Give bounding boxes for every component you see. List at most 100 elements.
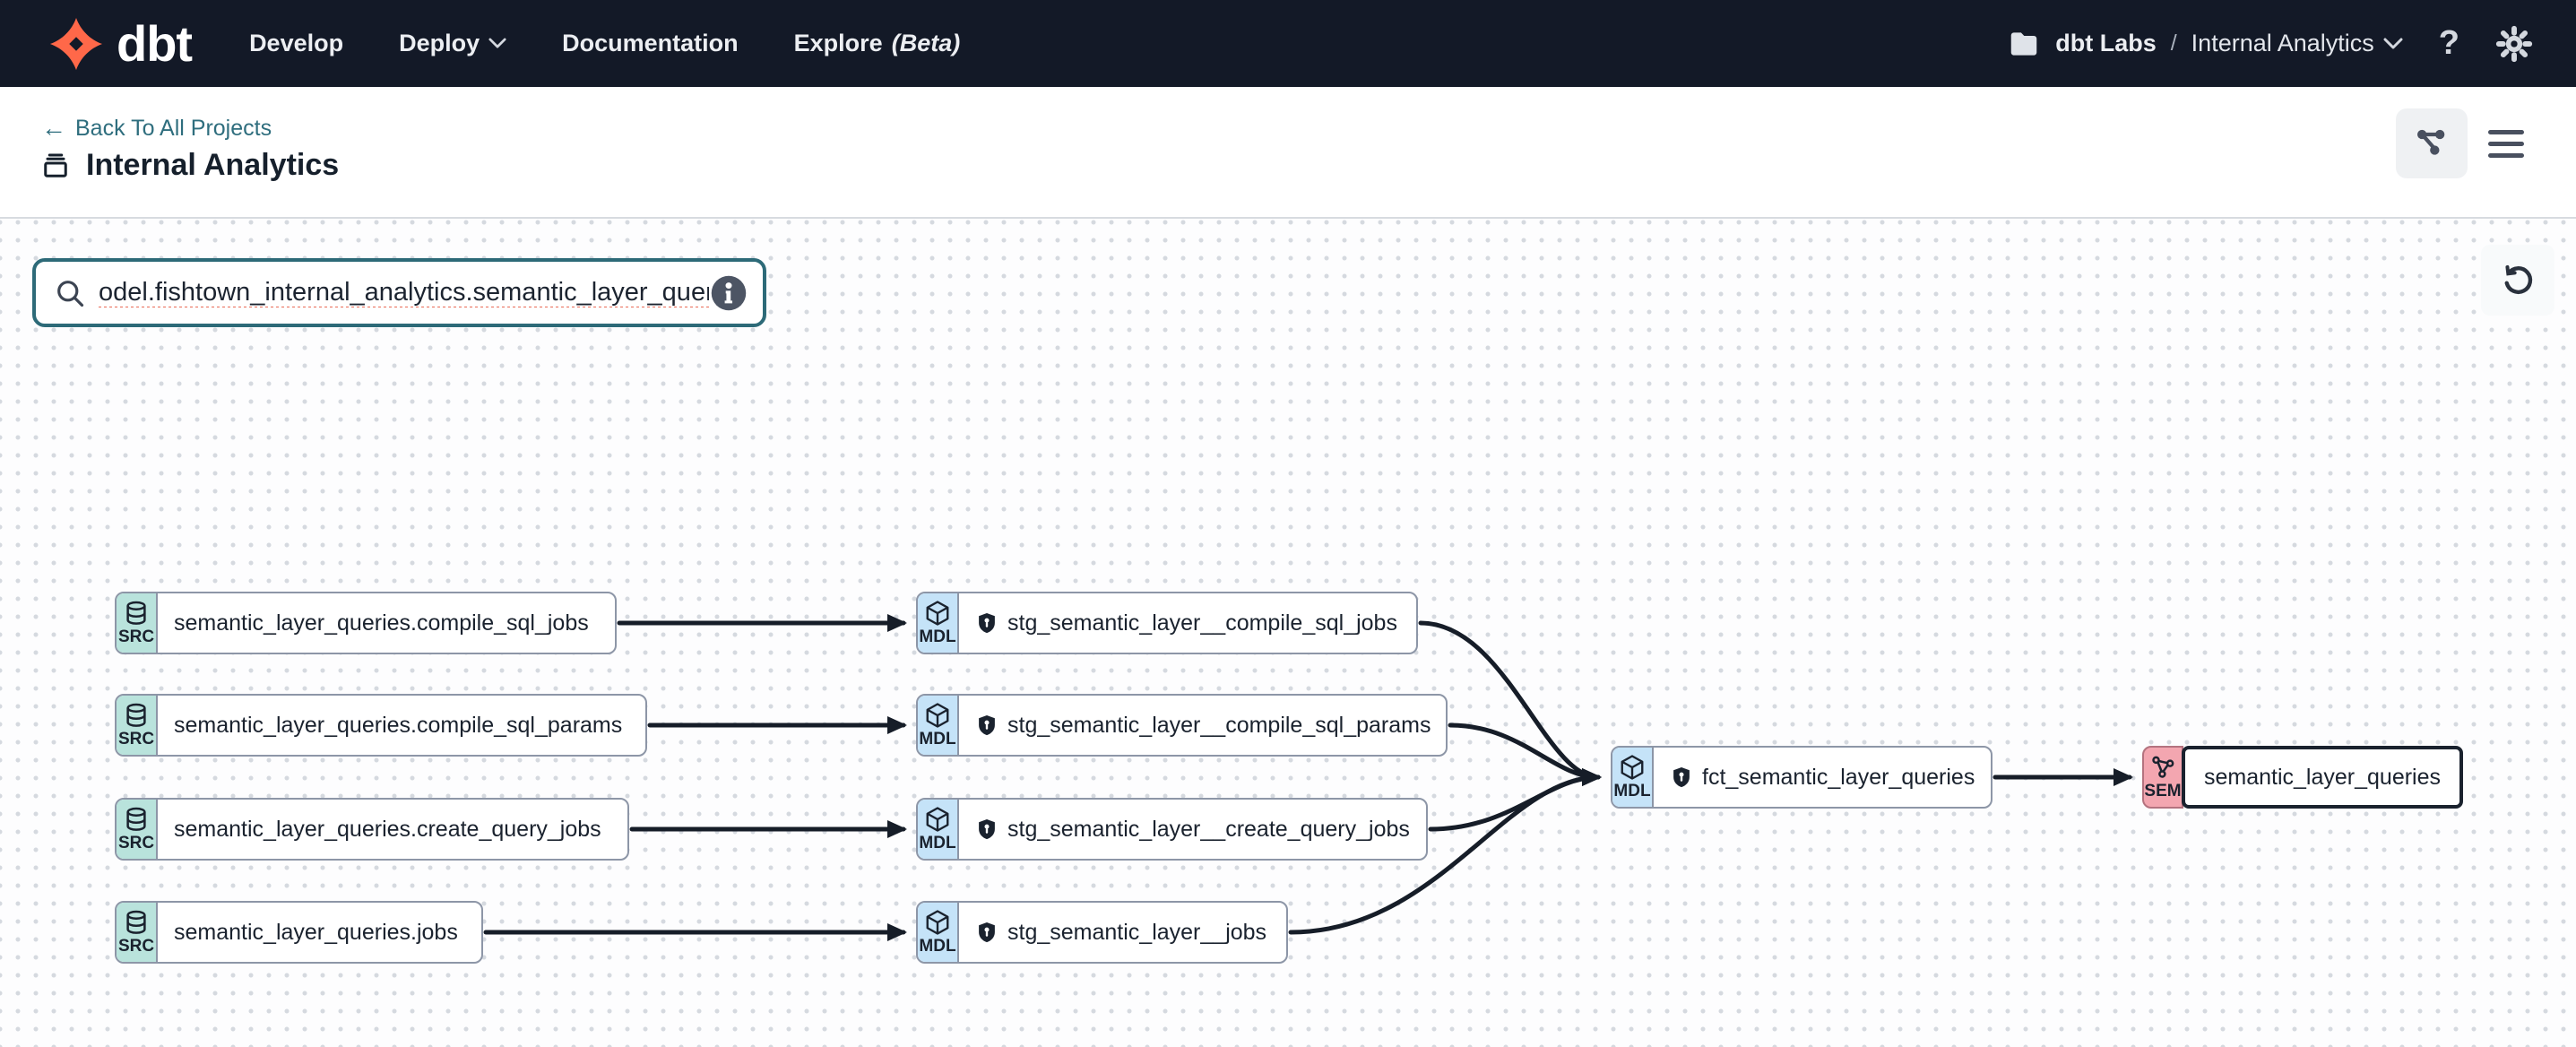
database-icon (123, 909, 150, 936)
node-label: semantic_layer_queries.create_query_jobs (174, 816, 601, 842)
node-body: semantic_layer_queries.create_query_jobs (158, 800, 616, 859)
node-body: stg_semantic_layer__jobs (959, 903, 1281, 962)
cube-icon (924, 806, 951, 833)
lineage-view-button[interactable] (2396, 108, 2468, 178)
top-navbar: dbt Develop Deploy Documentation Explore(Be… (0, 0, 2576, 87)
nav-item-explore[interactable]: Explore(Beta) (793, 30, 961, 56)
src-badge: SRC (117, 593, 158, 653)
mdl-badge: MDL (918, 593, 959, 653)
node-body: semantic_layer_queries.compile_sql_param… (158, 696, 636, 755)
mdl-badge: MDL (1612, 748, 1654, 807)
badge-label: SRC (117, 729, 155, 748)
nav-item-suffix: (Beta) (891, 30, 961, 56)
lineage-icon (2414, 125, 2450, 161)
project-database-icon (39, 150, 72, 182)
badge-label: MDL (919, 936, 956, 956)
account-org: dbt Labs (2055, 30, 2157, 56)
node-label: semantic_layer_queries.compile_sql_jobs (174, 610, 589, 636)
lineage-search-box[interactable]: odel.fishtown_internal_analytics.semanti… (32, 258, 766, 327)
gear-icon (2495, 25, 2533, 63)
reset-icon (2499, 262, 2537, 299)
account-switcher[interactable]: dbt Labs / Internal Analytics (2007, 27, 2403, 61)
header-divider (0, 217, 2576, 219)
node-body: semantic_layer_queries (2182, 746, 2463, 809)
hamburger-menu-button[interactable] (2488, 123, 2524, 164)
node-label: fct_semantic_layer_queries (1702, 764, 1975, 790)
folder-icon (2007, 27, 2041, 61)
node-label: stg_semantic_layer__jobs (1007, 919, 1267, 945)
dbt-logo-text: dbt (117, 15, 193, 72)
cube-icon (924, 909, 951, 936)
lineage-node-semantic_layer_queries[interactable]: SEM semantic_layer_queries (2142, 746, 2463, 809)
node-label: semantic_layer_queries (2203, 764, 2442, 790)
lineage-node-semantic_layer_queries.compile_sql_jobs[interactable]: SRC semantic_layer_queries.compile_sql_jo… (115, 592, 617, 654)
badge-label: MDL (919, 729, 956, 748)
lineage-node-semantic_layer_queries.create_query_jobs[interactable]: SRC semantic_layer_queries.create_query_j… (115, 798, 629, 861)
search-icon (54, 277, 86, 309)
navbar-right: dbt Labs / Internal Analytics ? (2007, 24, 2533, 63)
semantic-model-icon (2149, 754, 2176, 781)
lineage-canvas[interactable]: odel.fishtown_internal_analytics.semanti… (0, 219, 2576, 1047)
account-project: Internal Analytics (2191, 30, 2403, 57)
node-body: stg_semantic_layer__create_query_jobs (959, 800, 1424, 859)
mdl-badge: MDL (918, 903, 959, 962)
search-input[interactable]: odel.fishtown_internal_analytics.semanti… (99, 278, 709, 307)
help-button[interactable]: ? (2439, 24, 2459, 63)
breadcrumb-separator: / (2170, 30, 2177, 56)
info-icon[interactable] (709, 273, 748, 313)
protected-shield-icon (975, 714, 998, 737)
badge-label: SRC (117, 936, 155, 956)
back-link-label: Back To All Projects (75, 115, 272, 141)
src-badge: SRC (117, 903, 158, 962)
protected-shield-icon (975, 818, 998, 841)
nav-item-develop[interactable]: Develop (249, 30, 344, 56)
cube-icon (1619, 754, 1646, 781)
node-body: stg_semantic_layer__compile_sql_jobs (959, 593, 1412, 653)
dbt-logo[interactable]: dbt (48, 14, 193, 73)
node-label: semantic_layer_queries.jobs (174, 919, 458, 945)
cube-icon (924, 600, 951, 627)
lineage-node-stg_semantic_layer__compile_sql_jobs[interactable]: MDL stg_semantic_layer__compile_sql_jobs (916, 592, 1418, 654)
node-label: semantic_layer_queries.compile_sql_param… (174, 712, 623, 738)
lineage-node-stg_semantic_layer__jobs[interactable]: MDL stg_semantic_layer__jobs (916, 901, 1288, 964)
database-icon (123, 702, 150, 729)
settings-button[interactable] (2495, 25, 2533, 63)
chevron-down-icon (488, 38, 506, 49)
lineage-node-semantic_layer_queries.jobs[interactable]: SRC semantic_layer_queries.jobs (115, 901, 483, 964)
sem-badge: SEM (2142, 746, 2183, 809)
hamburger-icon (2488, 129, 2524, 134)
node-body: fct_semantic_layer_queries (1654, 748, 1989, 807)
nav-item-documentation[interactable]: Documentation (562, 30, 739, 56)
back-to-projects-link[interactable]: ← Back To All Projects (41, 114, 272, 143)
node-body: semantic_layer_queries.compile_sql_jobs (158, 593, 603, 653)
lineage-node-fct_semantic_layer_queries[interactable]: MDL fct_semantic_layer_queries (1611, 746, 1993, 809)
dbt-logo-icon (48, 16, 104, 72)
lineage-edge-mdl3-to-fct (1428, 768, 1602, 832)
badge-label: MDL (1613, 781, 1651, 800)
help-icon: ? (2438, 24, 2459, 62)
chevron-down-icon (2383, 38, 2403, 50)
mdl-badge: MDL (918, 696, 959, 755)
src-badge: SRC (117, 696, 158, 755)
node-label: stg_semantic_layer__compile_sql_params (1007, 712, 1431, 738)
badge-label: MDL (919, 627, 956, 646)
protected-shield-icon (1670, 766, 1693, 789)
lineage-node-semantic_layer_queries.compile_sql_params[interactable]: SRC semantic_layer_queries.compile_sql_pa… (115, 694, 647, 757)
page-title: Internal Analytics (86, 148, 340, 182)
node-body: stg_semantic_layer__compile_sql_params (959, 696, 1445, 755)
node-label: stg_semantic_layer__compile_sql_jobs (1007, 610, 1397, 636)
reset-view-button[interactable] (2481, 245, 2554, 316)
badge-label: SRC (117, 833, 155, 852)
database-icon (123, 600, 150, 627)
database-icon (123, 806, 150, 833)
mdl-badge: MDL (918, 800, 959, 859)
lineage-node-stg_semantic_layer__compile_sql_params[interactable]: MDL stg_semantic_layer__compile_sql_param… (916, 694, 1448, 757)
node-body: semantic_layer_queries.jobs (158, 903, 472, 962)
lineage-edge-mdl2-to-fct (1448, 723, 1602, 786)
badge-label: SRC (117, 627, 155, 646)
nav-item-deploy[interactable]: Deploy (399, 30, 506, 57)
badge-label: SEM (2144, 781, 2182, 800)
src-badge: SRC (117, 800, 158, 859)
page-header: ← Back To All Projects Internal Analytic… (0, 87, 2576, 217)
